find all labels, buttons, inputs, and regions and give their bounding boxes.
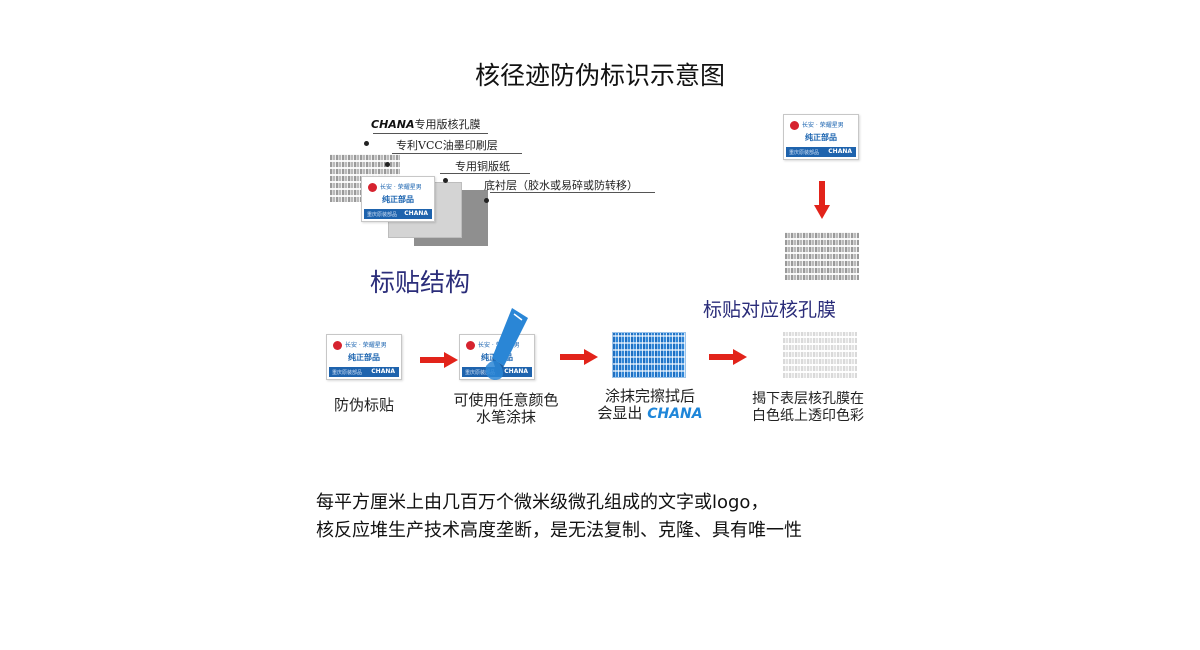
callout-brand: CHANA xyxy=(371,118,415,131)
label-strip: 重庆原装部品 CHANA xyxy=(786,147,856,157)
label-brand: 长安 · 荣耀星男 xyxy=(802,122,844,129)
step4-caption-line-1: 揭下表层核孔膜在 xyxy=(752,391,864,407)
callout-layer-paper: 专用铜版纸 xyxy=(455,160,510,173)
callout-dot-1 xyxy=(364,141,369,146)
callout-line-3 xyxy=(440,173,530,174)
callout-line-4 xyxy=(490,192,655,193)
right-arrow-icon xyxy=(560,349,600,365)
callout-layer-base: 底衬层（胶水或易碎或防转移） xyxy=(484,179,638,192)
film-section-label: 标贴对应核孔膜 xyxy=(703,299,837,321)
step3-brand: CHANA xyxy=(647,406,703,422)
step4-transfer-pattern xyxy=(783,332,857,378)
film-pattern xyxy=(785,232,859,280)
label-strip: 重庆原装部品 CHANA xyxy=(364,209,432,219)
brand-logo-icon xyxy=(790,121,799,130)
right-arrow-icon xyxy=(709,349,749,365)
step2-caption-line-2: 水笔涂抹 xyxy=(475,408,536,426)
marker-pen-icon xyxy=(485,308,528,380)
step2-caption: 可使用任意颜色 水笔涂抹 xyxy=(436,392,576,426)
label-genuine-text: 纯正部品 xyxy=(382,195,414,204)
step4-caption-line-2: 白色纸上透印色彩 xyxy=(752,408,864,424)
brand-logo-icon xyxy=(368,183,377,192)
label-brand: 长安 · 荣耀星男 xyxy=(380,184,422,191)
label-strip-brand: CHANA xyxy=(371,368,395,375)
label-genuine-text: 纯正部品 xyxy=(805,133,837,142)
label-strip-left: 重庆原装部品 xyxy=(367,212,398,218)
step3-caption-line-2-wrap: 会显出 CHANA xyxy=(590,405,710,423)
structure-section-label: 标贴结构 xyxy=(370,268,471,297)
down-arrow-icon xyxy=(813,181,831,221)
callout-layer-ink: 专利VCC油墨印刷层 xyxy=(396,139,498,152)
description-text: 每平方厘米上由几百万个微米级微孔组成的文字或logo， 核反应堆生产技术高度垄断… xyxy=(316,489,802,545)
callout-layer-film: CHANA专用版核孔膜 xyxy=(371,116,481,132)
brand-logo-icon xyxy=(333,341,342,350)
right-arrow-icon xyxy=(420,352,460,368)
label-strip-left: 重庆原装部品 xyxy=(465,370,496,376)
label-strip-brand: CHANA xyxy=(404,210,428,217)
callout-line-2 xyxy=(392,153,522,154)
step4-caption: 揭下表层核孔膜在 白色纸上透印色彩 xyxy=(738,391,878,425)
step1-caption: 防伪标贴 xyxy=(322,397,406,414)
description-line-2: 核反应堆生产技术高度垄断，是无法复制、克隆、具有唯一性 xyxy=(316,520,802,541)
step3-caption-line-1: 涂抹完擦拭后 xyxy=(604,387,695,405)
layered-label-card: 长安 · 荣耀星男 纯正部品 重庆原装部品 CHANA xyxy=(361,176,435,222)
label-strip: 重庆原装部品 CHANA xyxy=(329,367,399,377)
step3-revealed-pattern xyxy=(612,332,686,378)
callout-dot-4 xyxy=(484,198,489,203)
film-source-label-card: 长安 · 荣耀星男 纯正部品 重庆原装部品 CHANA xyxy=(783,114,859,160)
page-title: 核径迹防伪标识示意图 xyxy=(474,61,725,90)
step3-caption: 涂抹完擦拭后 会显出 CHANA xyxy=(590,388,710,423)
callout-line-1 xyxy=(373,133,488,134)
label-strip-left: 重庆原装部品 xyxy=(332,370,363,376)
callout-dot-3 xyxy=(443,178,448,183)
step2-caption-line-1: 可使用任意颜色 xyxy=(453,391,559,409)
description-line-1: 每平方厘米上由几百万个微米级微孔组成的文字或logo， xyxy=(316,492,769,513)
step1-caption-line: 防伪标贴 xyxy=(333,396,394,414)
label-brand: 长安 · 荣耀星男 xyxy=(345,342,387,349)
callout-film-text: 专用版核孔膜 xyxy=(414,118,481,131)
label-strip-left: 重庆原装部品 xyxy=(789,150,820,156)
brand-logo-icon xyxy=(466,341,475,350)
label-strip-brand: CHANA xyxy=(504,368,528,375)
label-strip-brand: CHANA xyxy=(828,148,852,155)
callout-dot-2 xyxy=(385,162,390,167)
label-genuine-text: 纯正部品 xyxy=(348,353,380,362)
step3-caption-line-2: 会显出 xyxy=(597,404,643,422)
step1-label-card: 长安 · 荣耀星男 纯正部品 重庆原装部品 CHANA xyxy=(326,334,402,380)
